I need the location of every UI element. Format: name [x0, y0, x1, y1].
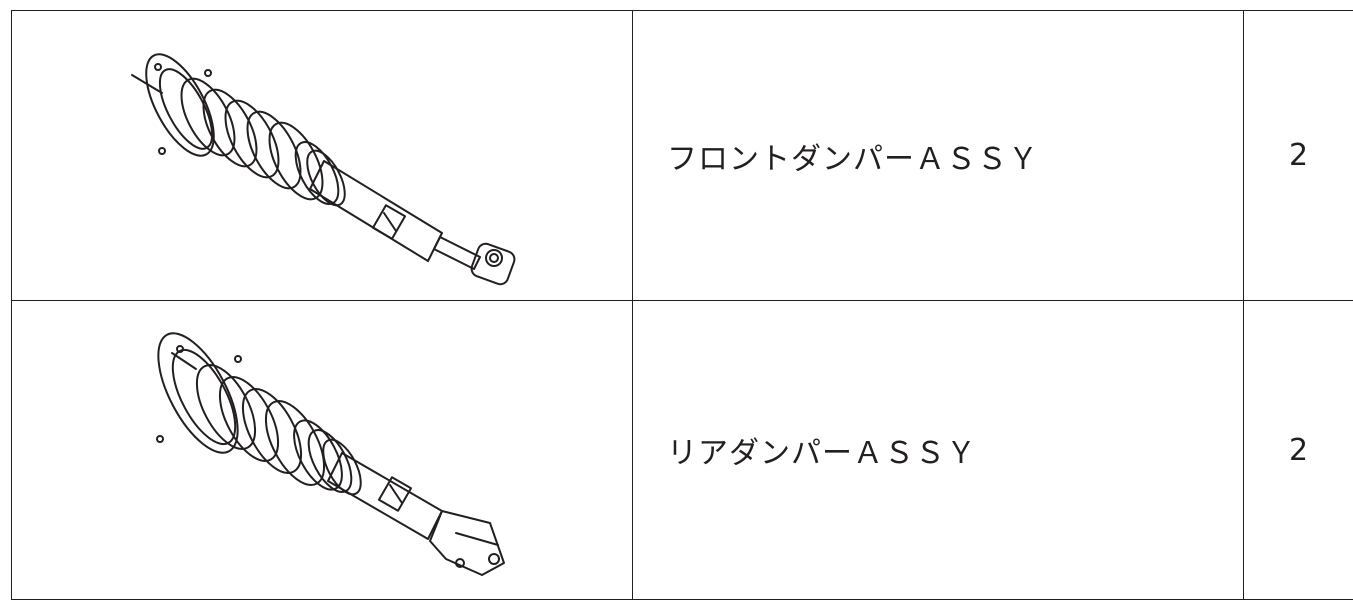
- front-damper-drawing: [131, 53, 516, 286]
- part-name: フロントダンパーＡＳＳＹ: [631, 10, 1245, 301]
- part-name-text: フロントダンパーＡＳＳＹ: [667, 141, 1039, 177]
- part-image-cell: [11, 300, 633, 600]
- part-image-cell: [11, 10, 633, 301]
- table-row: フロントダンパーＡＳＳＹ 2: [11, 10, 1353, 301]
- part-quantity: 2: [1243, 300, 1353, 600]
- rear-damper-drawing: [156, 332, 505, 576]
- part-quantity: 2: [1243, 10, 1353, 301]
- part-name-text: リアダンパーＡＳＳＹ: [667, 436, 977, 471]
- table-row: リアダンパーＡＳＳＹ 2: [11, 300, 1353, 600]
- part-name: リアダンパーＡＳＳＹ: [631, 300, 1245, 600]
- parts-table: フロントダンパーＡＳＳＹ 2: [11, 10, 1353, 600]
